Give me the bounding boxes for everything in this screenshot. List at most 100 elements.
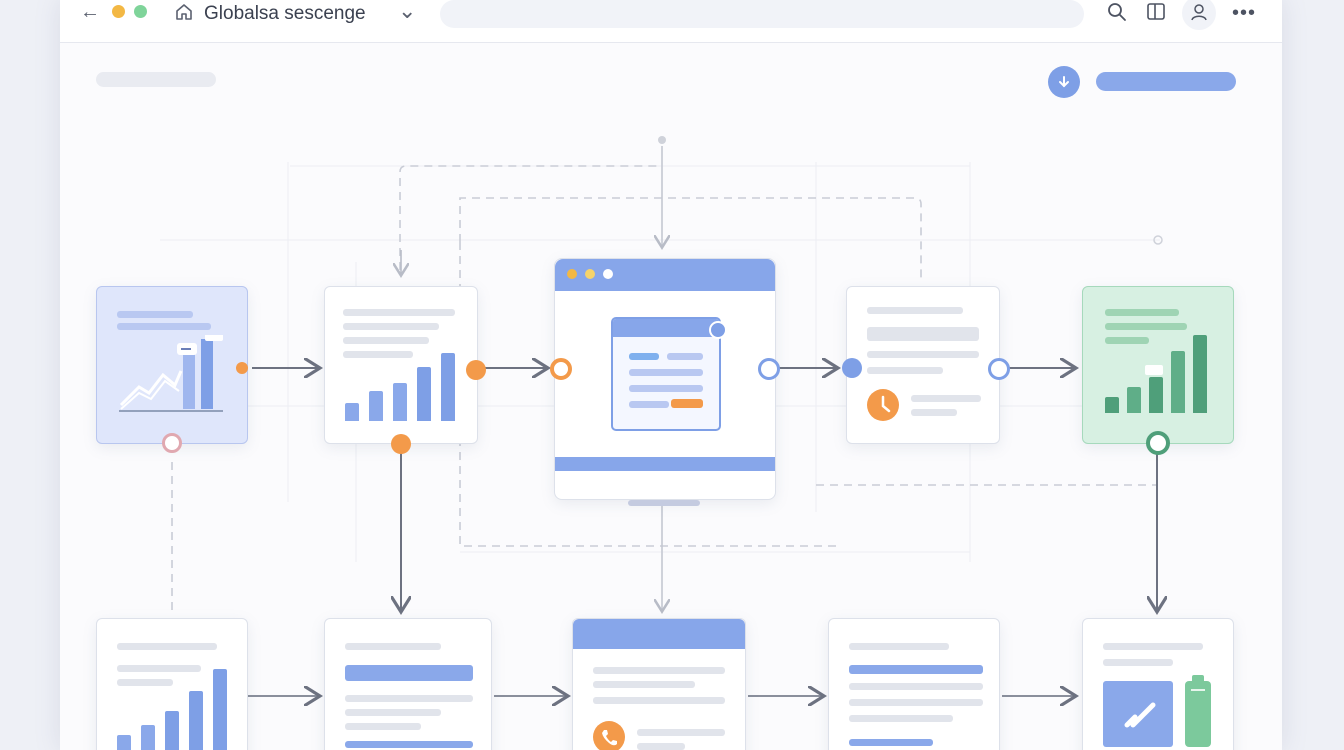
- text-placeholder: [629, 385, 703, 392]
- window-dot-yellow: [112, 5, 125, 18]
- highlight-placeholder: [849, 665, 983, 674]
- monitor-stand: [628, 500, 700, 506]
- download-icon: [1059, 76, 1069, 88]
- text-placeholder: [849, 683, 983, 690]
- highlight-placeholder: [345, 665, 473, 681]
- app-window: ← Globalsa sescenge ⌄ •••: [60, 0, 1282, 750]
- check-tile: [1103, 681, 1173, 747]
- node-card-central-app[interactable]: [554, 258, 776, 500]
- check-icon: [1124, 702, 1156, 728]
- text-placeholder: [343, 337, 429, 344]
- bar: [417, 367, 431, 421]
- port-out-blue[interactable]: [758, 358, 780, 380]
- inner-window: [611, 317, 727, 431]
- text-placeholder: [637, 729, 725, 736]
- bar: [345, 403, 359, 421]
- text-placeholder: [629, 369, 703, 376]
- download-button[interactable]: [1048, 66, 1080, 98]
- text-placeholder: [117, 679, 173, 686]
- text-placeholder: [343, 323, 439, 330]
- text-placeholder: [343, 309, 455, 316]
- bar: [393, 383, 407, 421]
- node-card-bottom-list[interactable]: [828, 618, 1000, 750]
- bar: [165, 711, 179, 750]
- port-out-orange[interactable]: [466, 360, 486, 380]
- bar: [117, 735, 131, 750]
- orange-placeholder: [671, 399, 703, 408]
- text-placeholder: [345, 643, 441, 650]
- port-bottom-green[interactable]: [1146, 431, 1170, 455]
- text-placeholder: [867, 307, 963, 314]
- port-in-orange[interactable]: [550, 358, 572, 380]
- text-placeholder: [911, 409, 957, 416]
- bar: [369, 391, 383, 421]
- text-placeholder: [867, 367, 943, 374]
- label-chip: [1145, 365, 1163, 375]
- bar: [1127, 387, 1141, 413]
- text-placeholder: [629, 401, 669, 408]
- node-card-schedule[interactable]: [846, 286, 1000, 444]
- notification-dot: [709, 321, 727, 339]
- text-placeholder: [1105, 309, 1179, 316]
- node-card-green-chart[interactable]: [1082, 286, 1234, 444]
- search-bar[interactable]: [440, 0, 1084, 28]
- more-icon[interactable]: •••: [1232, 2, 1257, 24]
- text-placeholder: [911, 395, 981, 402]
- bar: [1193, 335, 1207, 413]
- text-placeholder: [117, 311, 193, 318]
- bar: [1171, 351, 1185, 413]
- highlight-placeholder: [629, 353, 659, 360]
- dashed-loop-right: [459, 197, 922, 278]
- text-placeholder: [345, 709, 441, 716]
- text-placeholder: [667, 353, 703, 360]
- window-dot: [585, 269, 595, 279]
- text-placeholder: [849, 699, 983, 706]
- text-placeholder: [637, 743, 685, 750]
- card-header: [573, 619, 745, 649]
- inner-titlebar: [613, 319, 719, 337]
- text-placeholder: [1105, 323, 1187, 330]
- node-card-bottom-contact[interactable]: [572, 618, 746, 750]
- port-out-orange[interactable]: [236, 362, 248, 374]
- text-placeholder: [849, 643, 949, 650]
- back-icon[interactable]: ←: [80, 1, 100, 23]
- node-card-barchart[interactable]: [324, 286, 478, 444]
- window-dot: [603, 269, 613, 279]
- node-card-bottom-barchart[interactable]: [96, 618, 248, 750]
- text-placeholder: [1103, 659, 1173, 666]
- diagram-canvas: [60, 42, 1282, 750]
- bar: [141, 725, 155, 750]
- window-dot: [567, 269, 577, 279]
- header-placeholder: [96, 72, 216, 87]
- bar: [1149, 377, 1163, 413]
- port-in-blue[interactable]: [842, 358, 862, 378]
- node-card-analytics[interactable]: [96, 286, 248, 444]
- window-footer: [555, 457, 775, 471]
- node-card-bottom-status[interactable]: [1082, 618, 1234, 750]
- port-out-blue[interactable]: [988, 358, 1010, 380]
- panel-icon[interactable]: [1146, 2, 1166, 22]
- text-placeholder: [593, 667, 725, 674]
- page-title: Globalsa sescenge: [204, 3, 366, 24]
- port-bottom-pink[interactable]: [162, 433, 182, 453]
- bar: [213, 669, 227, 750]
- user-icon: [1191, 4, 1207, 21]
- battery-icon: [1185, 675, 1211, 747]
- text-placeholder: [849, 715, 953, 722]
- port-bottom-orange[interactable]: [391, 434, 411, 454]
- text-placeholder: [593, 697, 725, 704]
- window-titlebar: [555, 259, 775, 291]
- avatar[interactable]: [1182, 0, 1216, 30]
- text-placeholder: [117, 665, 201, 672]
- highlight-placeholder: [345, 741, 473, 748]
- action-placeholder[interactable]: [1096, 72, 1236, 91]
- chevron-down-icon[interactable]: ⌄: [398, 0, 417, 23]
- home-icon[interactable]: [174, 2, 194, 22]
- text-placeholder: [343, 351, 413, 358]
- highlight-placeholder: [849, 739, 933, 746]
- search-icon[interactable]: [1106, 1, 1128, 23]
- text-placeholder: [345, 723, 421, 730]
- node-card-bottom-form[interactable]: [324, 618, 492, 750]
- text-placeholder: [1103, 643, 1203, 650]
- clock-icon: [867, 389, 899, 421]
